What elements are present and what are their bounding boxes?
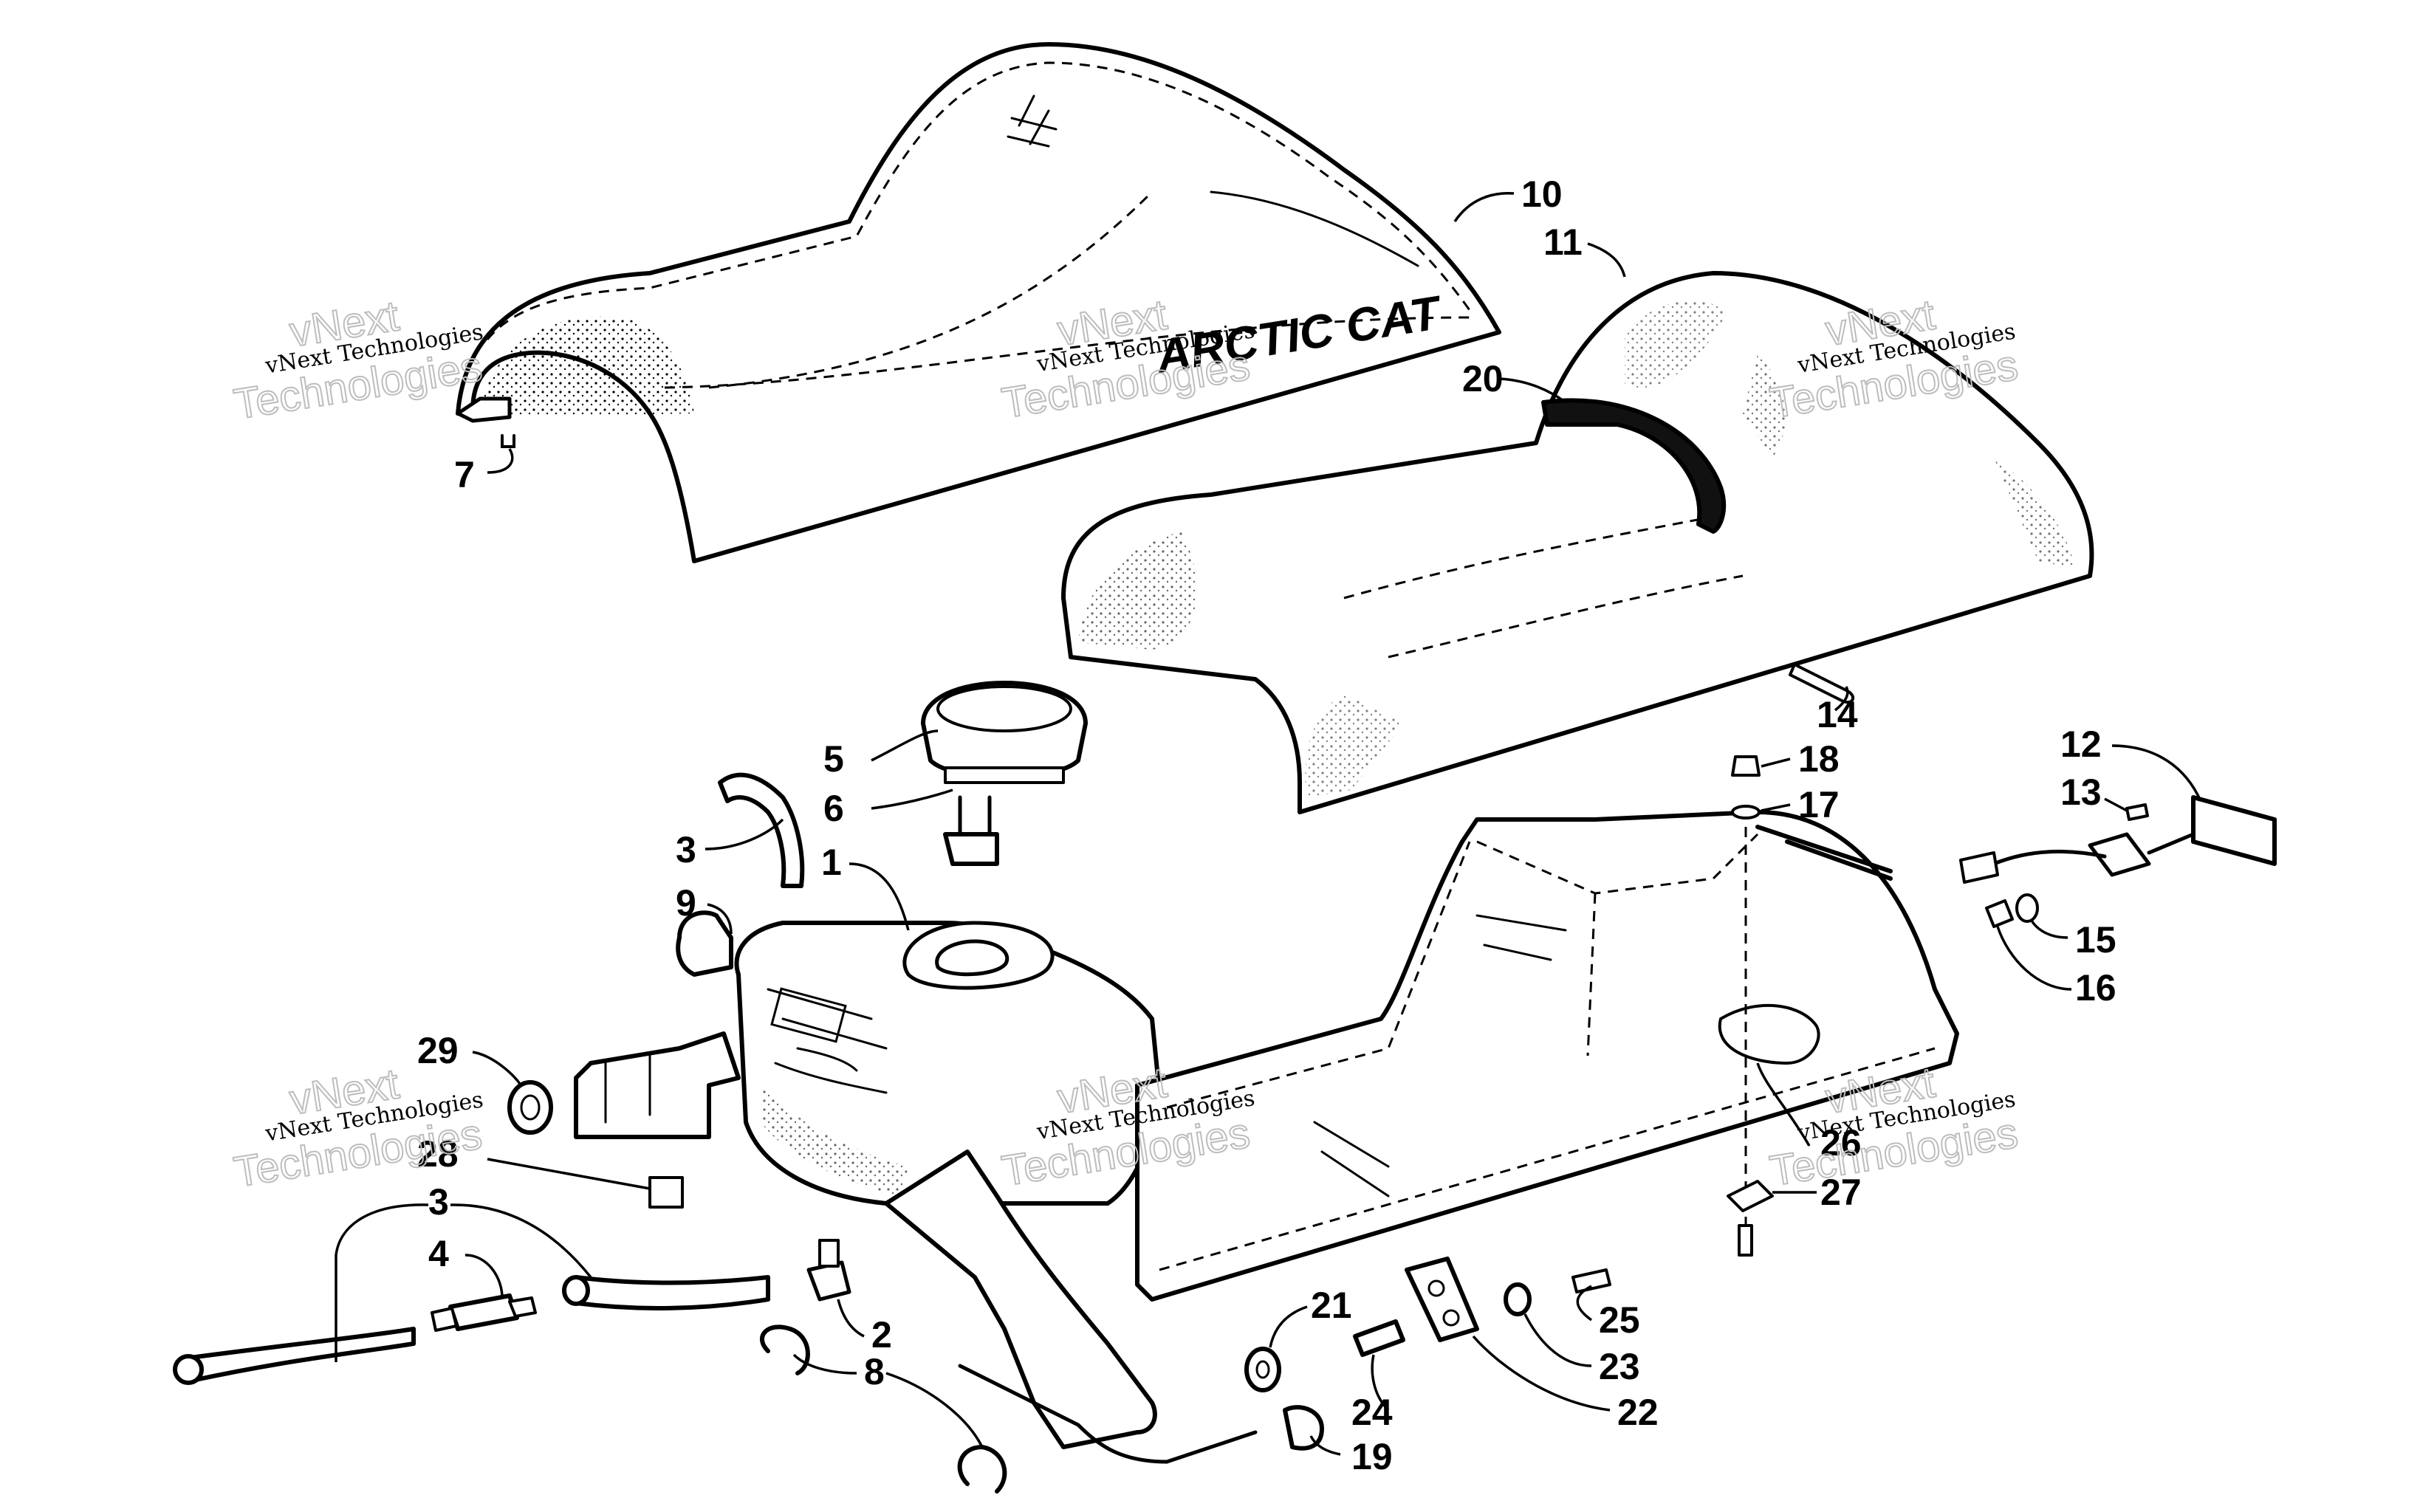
grommet-part-9 bbox=[676, 910, 733, 977]
callout-9: 9 bbox=[676, 882, 696, 924]
fuel-filter-part-4 bbox=[431, 1293, 537, 1332]
callout-17: 17 bbox=[1798, 784, 1840, 825]
washer-part-23 bbox=[1504, 1282, 1532, 1316]
callout-8: 8 bbox=[864, 1351, 885, 1392]
callout-29: 29 bbox=[417, 1030, 459, 1071]
switch-part-24 bbox=[1353, 1319, 1405, 1357]
callout-16: 16 bbox=[2075, 967, 2116, 1008]
fuel-tank bbox=[734, 921, 1162, 1206]
callout-21: 21 bbox=[1311, 1285, 1352, 1326]
callout-24: 24 bbox=[1351, 1392, 1393, 1433]
fuel-hose-lower bbox=[173, 1275, 770, 1385]
bolt-part-13 bbox=[2125, 803, 2149, 821]
fitting-part-2 bbox=[806, 1239, 851, 1302]
tank-bracket bbox=[574, 1031, 1157, 1449]
callout-2: 2 bbox=[871, 1314, 892, 1355]
callout-14: 14 bbox=[1817, 694, 1858, 735]
washer-part-21 bbox=[1244, 1347, 1281, 1392]
fuel-gauge bbox=[943, 795, 999, 866]
seat-foam bbox=[1061, 271, 2094, 814]
grommet-part-29 bbox=[507, 1080, 553, 1135]
leader-lines bbox=[335, 192, 2202, 1456]
callout-4: 4 bbox=[428, 1233, 449, 1274]
callout-28: 28 bbox=[417, 1133, 459, 1175]
callout-5: 5 bbox=[823, 738, 844, 780]
watermark-top-left: vNext Technologies vNext Technologies bbox=[230, 291, 486, 429]
callout-7: 7 bbox=[454, 454, 475, 495]
clip-part-7 bbox=[501, 434, 515, 448]
tab-part-27 bbox=[1727, 1180, 1774, 1257]
callout-6: 6 bbox=[823, 788, 844, 829]
callout-11: 11 bbox=[1543, 221, 1583, 263]
callout-15: 15 bbox=[2075, 919, 2116, 961]
vent-hose-upper bbox=[718, 772, 805, 888]
callout-3-lower: 3 bbox=[428, 1181, 449, 1223]
watermark-bottom-left: vNext Technologies vNext Technologies bbox=[230, 1059, 486, 1197]
nut-part-16 bbox=[1985, 899, 2014, 928]
callout-23: 23 bbox=[1599, 1346, 1640, 1387]
plate-part-22 bbox=[1405, 1257, 1479, 1342]
callout-27: 27 bbox=[1820, 1172, 1862, 1213]
callouts: 10 11 20 7 14 5 6 3 1 9 18 17 12 13 15 1… bbox=[417, 173, 2116, 1477]
callout-3-upper: 3 bbox=[676, 829, 696, 870]
fuel-cap bbox=[921, 681, 1088, 784]
label-part-28 bbox=[648, 1176, 684, 1209]
seat-pan bbox=[1135, 810, 1959, 1302]
callout-18: 18 bbox=[1798, 738, 1840, 780]
callout-1: 1 bbox=[821, 842, 842, 883]
washer-part-15 bbox=[2015, 893, 2039, 923]
callout-12: 12 bbox=[2060, 724, 2102, 765]
washer-part-17 bbox=[1731, 805, 1761, 819]
callout-19: 19 bbox=[1351, 1436, 1393, 1477]
sensor-part-12 bbox=[1959, 795, 2277, 884]
callout-10: 10 bbox=[1521, 173, 1563, 215]
key-part-25 bbox=[1571, 1268, 1611, 1293]
callout-22: 22 bbox=[1617, 1392, 1659, 1433]
callout-26: 26 bbox=[1820, 1122, 1862, 1164]
callout-25: 25 bbox=[1599, 1299, 1640, 1341]
nut-part-18 bbox=[1731, 755, 1761, 777]
callout-20: 20 bbox=[1462, 358, 1504, 399]
callout-13: 13 bbox=[2060, 772, 2102, 813]
